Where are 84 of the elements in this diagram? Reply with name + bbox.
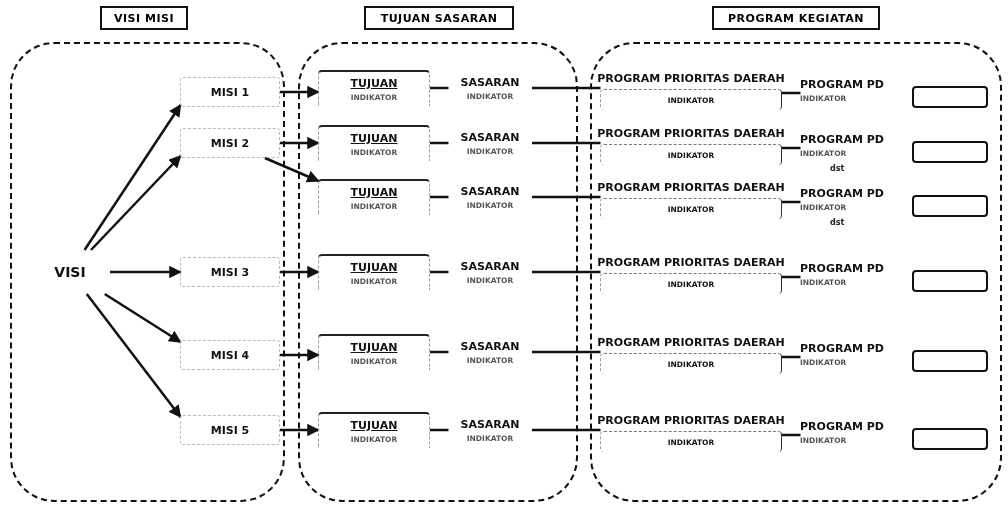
connector-line xyxy=(782,91,801,95)
goal-box xyxy=(318,70,430,106)
connector-line xyxy=(782,146,801,150)
group-outline xyxy=(10,42,285,502)
node-title: SASARAN xyxy=(460,75,520,89)
goal-box xyxy=(318,412,430,448)
program-title: PROGRAM PRIORITAS DAERAH xyxy=(597,127,785,140)
connector-line xyxy=(430,350,449,354)
mission-box xyxy=(180,415,280,445)
connector-line xyxy=(532,195,601,199)
arrow xyxy=(85,293,182,418)
group-heading: VISI MISI xyxy=(100,6,188,30)
empty-box xyxy=(912,428,988,450)
program-title: PROGRAM PRIORITAS DAERAH xyxy=(597,336,785,349)
node-title: TUJUAN xyxy=(350,76,398,90)
arrow xyxy=(280,85,320,99)
connector-line xyxy=(532,350,601,354)
connector-line xyxy=(430,270,449,274)
continuation-note: dst xyxy=(830,164,845,173)
empty-box xyxy=(912,350,988,372)
connector-line xyxy=(532,270,601,274)
node-title: PROGRAM PD xyxy=(800,341,884,355)
connector-line xyxy=(782,433,801,437)
arrow xyxy=(280,348,320,362)
arrow xyxy=(90,155,182,251)
node-title: PROGRAM PD xyxy=(800,419,884,433)
node-title: SASARAN xyxy=(460,339,520,353)
group-heading: PROGRAM KEGIATAN xyxy=(712,6,880,30)
program-title: PROGRAM PRIORITAS DAERAH xyxy=(597,414,785,427)
node-title: SASARAN xyxy=(460,130,520,144)
empty-box xyxy=(912,195,988,217)
node-title: TUJUAN xyxy=(350,340,398,354)
node-title: SASARAN xyxy=(460,259,520,273)
node-title: TUJUAN xyxy=(350,185,398,199)
node-title: MISI 1 xyxy=(210,85,250,99)
arrow xyxy=(110,265,182,279)
connector-line xyxy=(532,86,601,90)
connector-line xyxy=(430,428,449,432)
arrow xyxy=(264,156,320,183)
arrow xyxy=(280,136,320,150)
program-title: PROGRAM PRIORITAS DAERAH xyxy=(597,181,785,194)
mission-box xyxy=(180,77,280,107)
connector-line xyxy=(532,141,601,145)
connector-line xyxy=(430,141,449,145)
arrow xyxy=(83,103,182,251)
arrow xyxy=(104,292,182,344)
empty-box xyxy=(912,270,988,292)
continuation-note: dst xyxy=(830,218,845,227)
node-title: TUJUAN xyxy=(350,418,398,432)
node-title: SASARAN xyxy=(460,184,520,198)
connector-line xyxy=(782,355,801,359)
node-title: PROGRAM PD xyxy=(800,261,884,275)
node-title: TUJUAN xyxy=(350,260,398,274)
node-title: TUJUAN xyxy=(350,131,398,145)
empty-box xyxy=(912,141,988,163)
node-title: MISI 3 xyxy=(210,265,250,279)
arrow xyxy=(280,423,320,437)
connector-line xyxy=(430,195,449,199)
program-title: PROGRAM PRIORITAS DAERAH xyxy=(597,72,785,85)
connector-line xyxy=(430,86,449,90)
group-heading: TUJUAN SASARAN xyxy=(364,6,514,30)
program-title: PROGRAM PRIORITAS DAERAH xyxy=(597,256,785,269)
goal-box xyxy=(318,179,430,215)
node-title: PROGRAM PD xyxy=(800,186,884,200)
mission-box xyxy=(180,340,280,370)
node-title: MISI 4 xyxy=(210,348,250,362)
node-title: SASARAN xyxy=(460,417,520,431)
goal-box xyxy=(318,334,430,370)
connector-line xyxy=(532,428,601,432)
node-title: MISI 2 xyxy=(210,136,250,150)
goal-box xyxy=(318,254,430,290)
node-title: PROGRAM PD xyxy=(800,77,884,91)
arrow xyxy=(280,265,320,279)
empty-box xyxy=(912,86,988,108)
goal-box xyxy=(318,125,430,161)
connector-line xyxy=(782,275,801,279)
node-title: VISI xyxy=(54,264,86,280)
node-title: MISI 5 xyxy=(210,423,250,437)
group-outline xyxy=(298,42,578,502)
mission-box xyxy=(180,128,280,158)
group-outline xyxy=(590,42,1002,502)
node-title: PROGRAM PD xyxy=(800,132,884,146)
connector-line xyxy=(782,200,801,204)
mission-box xyxy=(180,257,280,287)
